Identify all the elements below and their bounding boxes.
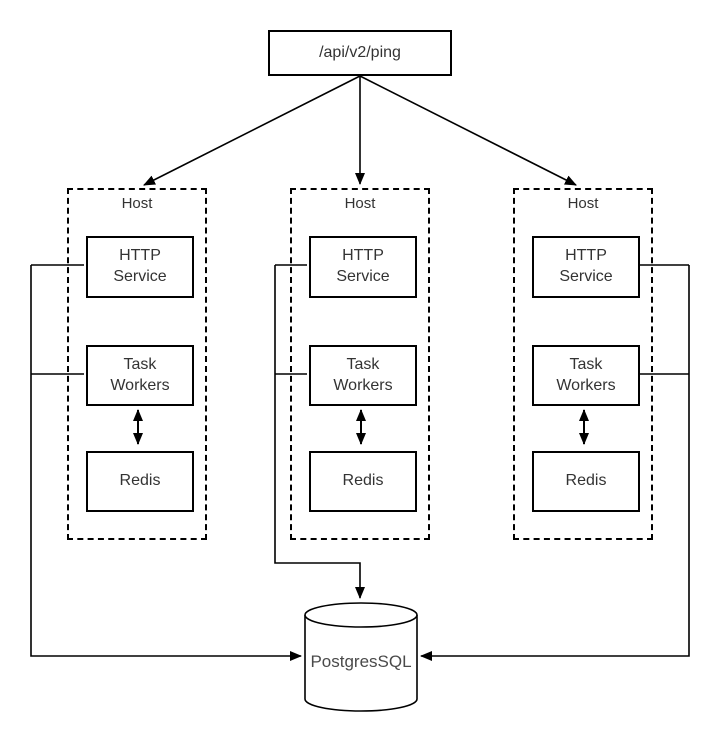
edge-entry-to-host-3 [359,75,577,186]
edge-host2-to-postgres [274,265,365,599]
redis-node: Redis [309,451,417,512]
http-service-node: HTTP Service [532,236,640,298]
http-service-node: HTTP Service [309,236,417,298]
redis-node: Redis [86,451,194,512]
redis-node: Redis [532,451,640,512]
host-label: Host [344,195,376,212]
http-service-node: HTTP Service [86,236,194,298]
postgres-cylinder [304,602,418,712]
host-box-3: Host HTTP Service Task Workers Redis [513,188,653,540]
host-box-2: Host HTTP Service Task Workers Redis [290,188,430,540]
edge-entry-to-host-1 [143,75,361,186]
task-workers-node: Task Workers [86,345,194,406]
host-label: Host [121,195,153,212]
entry-endpoint-label: /api/v2/ping [319,44,401,61]
host-box-1: Host HTTP Service Task Workers Redis [67,188,207,540]
postgres-db-label: PostgresSQL [310,652,412,671]
task-workers-node: Task Workers [309,345,417,406]
edge-host1-to-postgres [30,265,302,661]
task-workers-node: Task Workers [532,345,640,406]
entry-endpoint-box: /api/v2/ping [268,30,452,76]
edge-host3-to-postgres [420,265,690,661]
host-label: Host [567,195,599,212]
